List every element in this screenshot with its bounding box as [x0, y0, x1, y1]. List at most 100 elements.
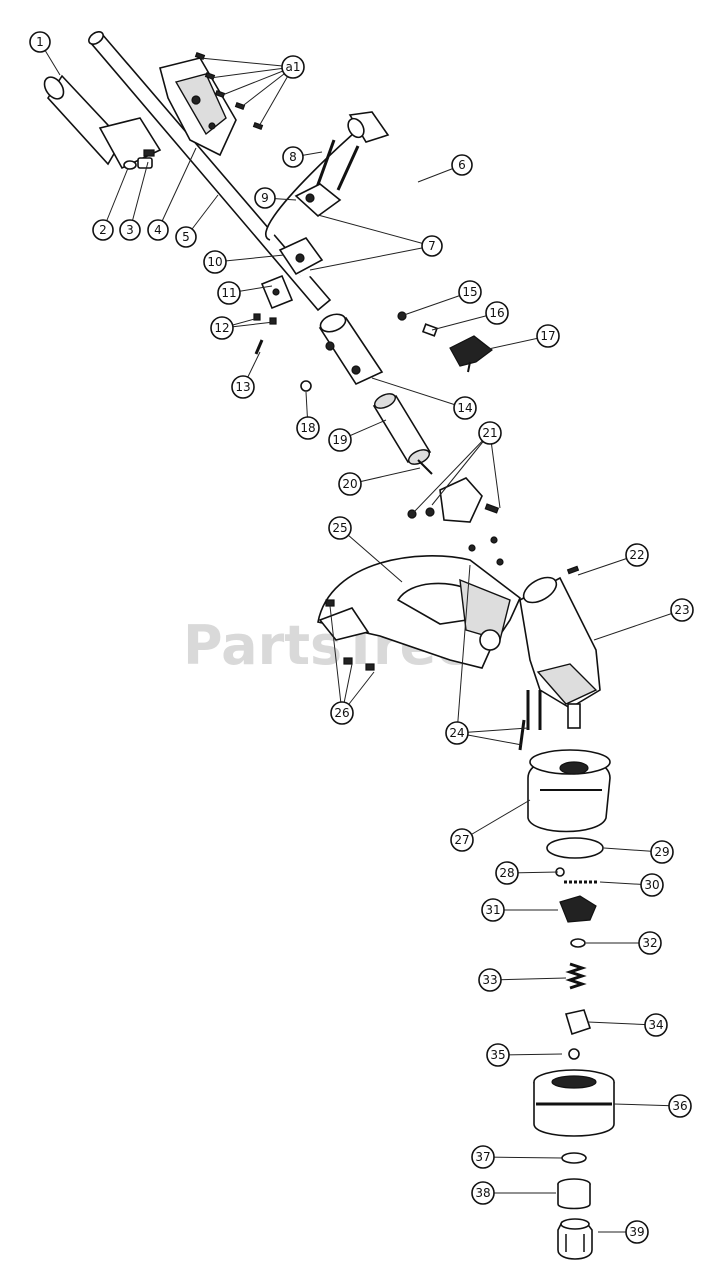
- callout-circle: [328, 516, 352, 540]
- callout-label: 29: [654, 845, 669, 859]
- leader-line-21-0: [413, 432, 491, 513]
- callout-20: 20: [338, 472, 362, 496]
- callout-33: 33: [478, 968, 502, 992]
- leader-line-7-0: [317, 214, 433, 247]
- callout-label: 17: [540, 329, 555, 343]
- lower-tube: [372, 393, 433, 475]
- callout-label: 32: [642, 936, 657, 950]
- callout-7: 7: [421, 235, 443, 257]
- callout-circle: [486, 1043, 510, 1067]
- callout-34: 34: [644, 1013, 668, 1037]
- callout-label: 6: [458, 158, 466, 172]
- callout-circle: [147, 219, 169, 241]
- callout-circle: [495, 861, 519, 885]
- callout-label: 21: [482, 426, 497, 440]
- leader-line-a1-2: [219, 66, 294, 97]
- trimmer-head-cover: [527, 749, 611, 833]
- callout-31: 31: [481, 898, 505, 922]
- leader-line-7-1: [309, 245, 433, 271]
- screws-12-13: [253, 313, 277, 355]
- callout-14: 14: [453, 396, 477, 420]
- callout-16: 16: [485, 301, 509, 325]
- leader-line-4-0: [157, 147, 197, 231]
- callout-label: 35: [490, 1048, 505, 1062]
- callout-24: 24: [445, 721, 469, 745]
- trimmer-parts: [43, 31, 615, 1260]
- callout-circle: [451, 154, 473, 176]
- leader-line-21-2: [489, 432, 501, 509]
- callout-label: 23: [674, 603, 689, 617]
- callout-circle: [231, 375, 255, 399]
- callout-circle: [625, 543, 649, 567]
- callout-15: 15: [458, 280, 482, 304]
- leader-line-37-0: [482, 1156, 563, 1159]
- callout-21: 21: [478, 421, 502, 445]
- callout-27: 27: [450, 828, 474, 852]
- part-34: [564, 1009, 592, 1036]
- callout-circle: [328, 428, 352, 452]
- spool: [533, 1069, 615, 1137]
- callout-label: 19: [332, 433, 347, 447]
- callout-label: 5: [182, 230, 190, 244]
- callout-circle: [458, 280, 482, 304]
- callout-label: 1: [36, 35, 44, 49]
- callout-circle: [119, 219, 141, 241]
- callout-label: 8: [289, 150, 297, 164]
- handle-bolts: [314, 139, 360, 191]
- callout-label: 2: [99, 223, 107, 237]
- debris-guard: [317, 536, 521, 669]
- guard-bracket: [318, 599, 375, 671]
- callout-11: 11: [217, 281, 241, 305]
- callout-label: a1: [286, 60, 301, 74]
- callout-label: 34: [648, 1018, 663, 1032]
- leader-line-33-0: [489, 977, 567, 981]
- callout-a1: a1: [281, 55, 305, 79]
- callout-5: 5: [175, 226, 197, 248]
- callout-circle: [296, 416, 320, 440]
- leader-line-25-0: [339, 527, 403, 583]
- leader-line-27-0: [461, 799, 531, 841]
- callout-circle: [254, 187, 276, 209]
- callout-8: 8: [282, 146, 304, 168]
- callout-3: 3: [119, 219, 141, 241]
- callout-label: 16: [489, 306, 504, 320]
- callout-36: 36: [668, 1094, 692, 1118]
- callout-label: 11: [221, 286, 236, 300]
- leader-line-26-0: [329, 605, 343, 714]
- callout-label: 24: [449, 726, 464, 740]
- callout-label: 4: [154, 223, 162, 237]
- callout-circle: [668, 1094, 692, 1118]
- callout-circle: [330, 701, 354, 725]
- callout-label: 25: [332, 521, 347, 535]
- callout-label: 31: [485, 903, 500, 917]
- callout-circle: [29, 31, 51, 53]
- leader-line-a1-0: [199, 57, 294, 68]
- leader-line-14-0: [371, 377, 466, 409]
- callout-label: 18: [300, 421, 315, 435]
- callout-circle: [281, 55, 305, 79]
- callout-circle: [478, 968, 502, 992]
- ring-29: [546, 837, 604, 859]
- knob-parts: [397, 311, 493, 373]
- leader-line-2-0: [102, 167, 129, 231]
- callout-12: 12: [210, 316, 234, 340]
- callout-37: 37: [471, 1145, 495, 1169]
- callout-circle: [217, 281, 241, 305]
- callout-circle: [640, 873, 664, 897]
- callout-circle: [453, 396, 477, 420]
- callout-circle: [485, 301, 509, 325]
- callout-circle: [210, 316, 234, 340]
- gear-head: [519, 565, 601, 729]
- part-37: [561, 1152, 587, 1164]
- nut-18: [300, 380, 312, 392]
- callout-1: 1: [29, 31, 51, 53]
- shaft-coupling: [260, 274, 294, 310]
- bump-knob: [557, 1218, 593, 1260]
- callout-6: 6: [451, 154, 473, 176]
- leader-line-20-0: [349, 467, 421, 485]
- callout-circle: [625, 1220, 649, 1244]
- callout-label: 22: [629, 548, 644, 562]
- callout-circle: [670, 598, 694, 622]
